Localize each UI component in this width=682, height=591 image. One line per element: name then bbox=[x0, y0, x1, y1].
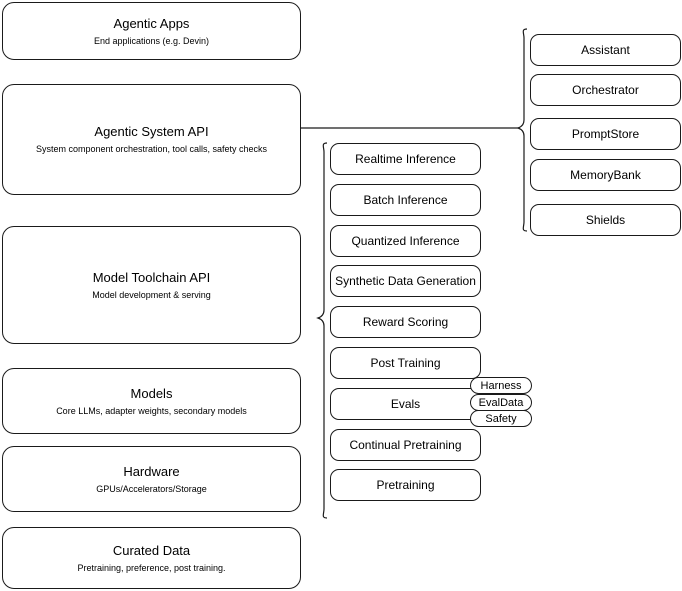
capability-post-training[interactable]: Post Training bbox=[330, 347, 481, 379]
system-component-label: Assistant bbox=[581, 43, 630, 57]
bracket-toolchain-capabilities bbox=[316, 142, 328, 519]
layer-subtitle: Core LLMs, adapter weights, secondary mo… bbox=[56, 405, 247, 416]
capability-pretraining[interactable]: Pretraining bbox=[330, 469, 481, 501]
layer-subtitle: System component orchestration, tool cal… bbox=[35, 144, 268, 154]
capability-realtime-inference[interactable]: Realtime Inference bbox=[330, 143, 481, 175]
capability-quantized-inference[interactable]: Quantized Inference bbox=[330, 225, 481, 257]
capability-continual-pretraining[interactable]: Continual Pretraining bbox=[330, 429, 481, 461]
capability-label: Pretraining bbox=[376, 478, 435, 492]
layer-title: Curated Data bbox=[112, 542, 191, 558]
system-component-label: Orchestrator bbox=[572, 83, 639, 97]
capability-evals[interactable]: Evals bbox=[330, 388, 481, 420]
capability-label: Continual Pretraining bbox=[349, 438, 462, 452]
system-component-label: MemoryBank bbox=[570, 168, 641, 182]
layer-subtitle: Model development & serving bbox=[92, 289, 211, 300]
capability-label: Reward Scoring bbox=[362, 315, 449, 329]
capability-label: Batch Inference bbox=[363, 193, 448, 207]
evals-subcomponent-label: Safety bbox=[485, 412, 517, 425]
capability-reward-scoring[interactable]: Reward Scoring bbox=[330, 306, 481, 338]
layer-title: Agentic Apps bbox=[113, 15, 190, 31]
evals-subcomponent-harness[interactable]: Harness bbox=[470, 377, 532, 394]
system-component-orchestrator[interactable]: Orchestrator bbox=[530, 74, 681, 106]
system-component-label: PromptStore bbox=[571, 127, 640, 141]
capability-label: Post Training bbox=[370, 356, 441, 370]
layer-model-toolchain-api[interactable]: Model Toolchain API Model development & … bbox=[2, 226, 301, 344]
evals-subcomponent-label: Harness bbox=[480, 379, 522, 392]
evals-subcomponent-evaldata[interactable]: EvalData bbox=[470, 394, 532, 411]
capability-label: Realtime Inference bbox=[355, 152, 456, 166]
evals-subcomponent-label: EvalData bbox=[478, 396, 524, 409]
layer-agentic-apps[interactable]: Agentic Apps End applications (e.g. Devi… bbox=[2, 2, 301, 60]
system-component-assistant[interactable]: Assistant bbox=[530, 34, 681, 66]
evals-subcomponent-safety[interactable]: Safety bbox=[470, 410, 532, 427]
layer-curated-data[interactable]: Curated Data Pretraining, preference, po… bbox=[2, 527, 301, 589]
capability-batch-inference[interactable]: Batch Inference bbox=[330, 184, 481, 216]
layer-agentic-system-api[interactable]: Agentic System API System component orch… bbox=[2, 84, 301, 195]
layer-subtitle: GPUs/Accelerators/Storage bbox=[96, 483, 207, 494]
bracket-system-components bbox=[516, 28, 528, 232]
capability-synthetic-data-generation[interactable]: Synthetic Data Generation bbox=[330, 265, 481, 297]
layer-title: Models bbox=[130, 385, 173, 401]
layer-subtitle: End applications (e.g. Devin) bbox=[93, 35, 210, 46]
capability-label: Quantized Inference bbox=[351, 234, 460, 248]
system-component-memorybank[interactable]: MemoryBank bbox=[530, 159, 681, 191]
system-component-shields[interactable]: Shields bbox=[530, 204, 681, 236]
system-component-label: Shields bbox=[585, 213, 626, 227]
capability-label: Evals bbox=[390, 397, 421, 411]
layer-title: Agentic System API bbox=[94, 124, 209, 139]
layer-title: Hardware bbox=[123, 463, 180, 479]
system-component-promptstore[interactable]: PromptStore bbox=[530, 118, 681, 150]
layer-hardware[interactable]: Hardware GPUs/Accelerators/Storage bbox=[2, 446, 301, 512]
layer-subtitle: Pretraining, preference, post training. bbox=[77, 562, 226, 573]
layer-title: Model Toolchain API bbox=[92, 269, 211, 285]
capability-label: Synthetic Data Generation bbox=[335, 274, 476, 288]
layer-models[interactable]: Models Core LLMs, adapter weights, secon… bbox=[2, 368, 301, 434]
